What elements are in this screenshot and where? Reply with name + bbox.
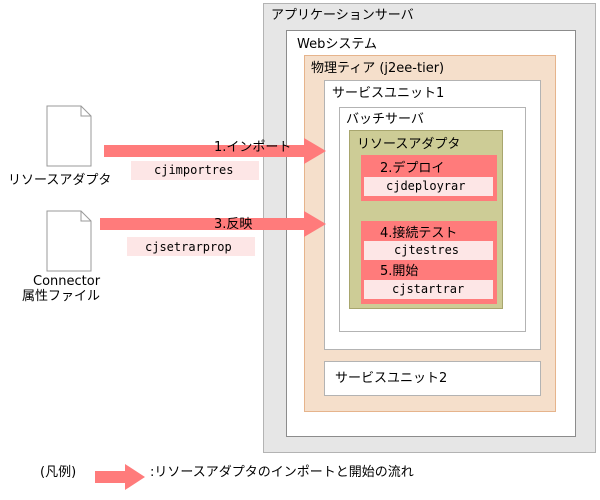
connection-test-command-box <box>364 241 493 260</box>
resource-adapter-label: リソースアダプタ <box>357 137 461 152</box>
deploy-step-label: 2.デプロイ <box>380 161 445 176</box>
start-command-box <box>364 280 493 299</box>
connector-file-label-line2: 属性ファイル <box>22 289 101 304</box>
resource-adapter-document-icon <box>46 105 92 167</box>
application-server-label: アプリケーションサーバ <box>271 8 414 23</box>
connector-file-label-line1: Connector <box>33 274 101 289</box>
import-arrow-label: 1.インポート <box>214 140 292 155</box>
web-system-label: Webシステム <box>297 37 377 52</box>
service-unit2-label: サービスユニット2 <box>335 371 448 386</box>
resource-adapter-file-label: リソースアダプタ <box>8 173 112 188</box>
connection-test-command-text: cjtestres <box>394 243 460 257</box>
legend-description: :リソースアダプタのインポートと開始の流れ <box>150 465 414 480</box>
reflect-command-text: cjsetrarprop <box>145 240 232 254</box>
deploy-command-box <box>364 177 493 196</box>
legend-arrow <box>95 464 145 490</box>
reflect-arrow-label: 3.反映 <box>214 217 253 232</box>
start-step-label: 5.開始 <box>380 264 419 279</box>
service-unit2-box <box>324 361 541 396</box>
import-arrow <box>104 138 326 164</box>
service-unit1-label: サービスユニット1 <box>332 86 445 101</box>
start-command-text: cjstartrar <box>392 282 465 296</box>
deploy-command-text: cjdeployrar <box>386 179 466 193</box>
import-command-box <box>131 161 259 180</box>
reflect-command-box <box>127 237 255 256</box>
physical-tier-label: 物理ティア (j2ee-tier) <box>311 61 445 76</box>
connector-property-document-icon <box>46 210 92 272</box>
import-command-text: cjimportres <box>154 163 234 177</box>
reflect-arrow <box>100 211 326 237</box>
connection-test-step-label: 4.接続テスト <box>380 226 458 241</box>
legend-prefix: (凡例) <box>40 465 77 480</box>
batch-server-label: バッチサーバ <box>346 112 424 127</box>
